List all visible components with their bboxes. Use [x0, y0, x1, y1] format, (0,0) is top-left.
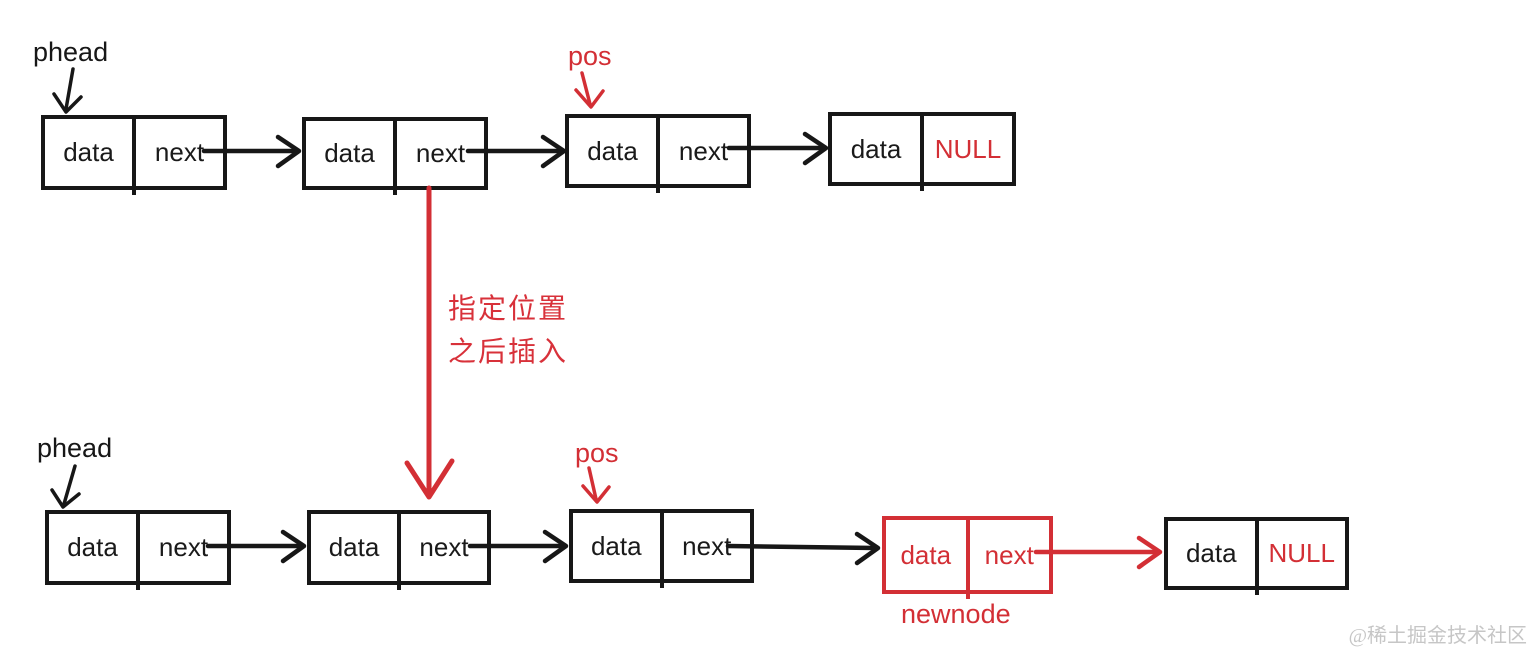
top-node-4: data NULL — [828, 112, 1016, 191]
phead-label-top: phead — [33, 37, 109, 67]
bottom-node-3-next-cell: next — [682, 530, 732, 561]
cell-divider — [1254, 521, 1259, 595]
top-node-2-next-cell: next — [415, 138, 466, 168]
pos-arrow-top — [574, 71, 605, 109]
cell-divider — [965, 520, 970, 599]
bottom-node-5: data NULL — [1164, 517, 1349, 595]
cell-divider — [136, 514, 140, 590]
pos-arrow-bottom — [581, 466, 611, 504]
phead-arrow-top — [52, 67, 83, 114]
note-insert-line2: 之后插入 — [448, 336, 569, 367]
phead-label-bottom: phead — [37, 433, 113, 463]
bottom-node-3: data next — [569, 509, 754, 588]
bottom-newnode: data next — [882, 516, 1053, 599]
cell-divider — [656, 118, 660, 193]
top-node-3-next-cell: next — [678, 135, 729, 166]
pos-label-top: pos — [568, 41, 612, 71]
top-node-2: data next — [302, 117, 488, 195]
top-node-3: data next — [565, 114, 751, 193]
cell-divider — [659, 513, 664, 588]
newnode-label: newnode — [901, 599, 1011, 629]
bottom-node-5-null-cell: NULL — [1268, 538, 1335, 568]
bottom-node-1-next-cell: next — [158, 532, 209, 562]
pos-label-bottom: pos — [575, 438, 619, 468]
cell-divider — [393, 121, 397, 195]
newnode-data-cell: data — [900, 539, 952, 570]
top-node-2-data-cell: data — [324, 138, 375, 168]
top-node-1: data next — [41, 115, 227, 195]
top-node-4-null-cell: NULL — [934, 133, 1002, 164]
cell-divider — [920, 116, 924, 191]
watermark: @稀土掘金技术社区 — [1348, 625, 1527, 647]
bottom-node-1: data next — [45, 510, 231, 590]
bottom-node-2: data next — [307, 510, 491, 590]
cell-divider — [397, 514, 401, 590]
note-insert-line1: 指定位置 — [448, 293, 569, 324]
newnode-next-cell: next — [984, 539, 1034, 570]
bottom-node-5-data-cell: data — [1185, 538, 1237, 568]
bottom-node-3-data-cell: data — [590, 530, 642, 561]
arrow-newnode-to-tail-red — [1033, 535, 1163, 570]
bottom-node-2-next-cell: next — [419, 532, 469, 562]
bottom-node-2-data-cell: data — [328, 532, 380, 562]
top-node-1-next-cell: next — [154, 137, 205, 167]
bottom-node-1-data-cell: data — [67, 532, 118, 562]
top-node-3-data-cell: data — [587, 135, 638, 166]
phead-arrow-bottom — [50, 464, 81, 509]
top-node-4-data-cell: data — [850, 133, 902, 164]
cell-divider — [132, 119, 136, 195]
top-node-1-data-cell: data — [63, 137, 114, 167]
insert-arrow-red — [404, 185, 455, 500]
